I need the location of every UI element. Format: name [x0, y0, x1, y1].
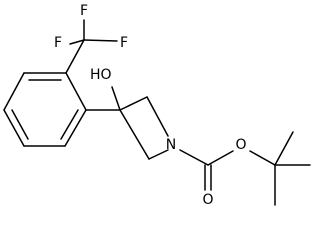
bond-tbu-methyl-top: [274, 131, 294, 166]
structure-canvas: F F F HO N O O: [3, 3, 311, 208]
atom-f-top: F: [80, 3, 88, 19]
bond-c-oh: [111, 86, 121, 111]
atom-f-right: F: [120, 35, 128, 51]
atom-nitrogen: N: [166, 137, 176, 153]
atom-carbonyl-oxygen: O: [202, 192, 213, 208]
ring-inner-bond-left: [11, 109, 29, 140]
atom-ester-oxygen: O: [235, 137, 246, 153]
azetidine-bond-bottom: [148, 149, 169, 160]
ring-bond-4: [3, 109, 25, 147]
bond-cf3-f-right: [83, 39, 118, 42]
azetidine-ring: N: [119, 96, 176, 160]
bond-carbonyl-ester-o: [207, 150, 234, 166]
boc-group: O O: [179, 131, 311, 208]
azetidine-bond-left: [119, 109, 150, 160]
benzene-ring: [3, 72, 87, 147]
ring-bond-1: [65, 72, 87, 111]
trifluoromethyl-group: F F F: [54, 3, 128, 74]
ring-bond-2: [64, 109, 87, 147]
hydroxyl-group: HO: [90, 67, 121, 111]
bond-n-carbonyl: [179, 149, 209, 166]
bond-ester-o-tbu: [249, 150, 276, 166]
atom-f-left: F: [54, 35, 62, 51]
azetidine-bond-top: [119, 96, 148, 111]
atom-hydroxyl: HO: [90, 67, 112, 83]
ring-inner-bond-right: [60, 109, 79, 140]
azetidine-bond-right: [146, 96, 169, 137]
bond-cf3-f-left: [69, 39, 85, 45]
bond-ring-cf3: [65, 39, 85, 74]
ring-bond-5: [3, 72, 25, 111]
chemical-structure: F F F HO N O O: [3, 3, 311, 208]
